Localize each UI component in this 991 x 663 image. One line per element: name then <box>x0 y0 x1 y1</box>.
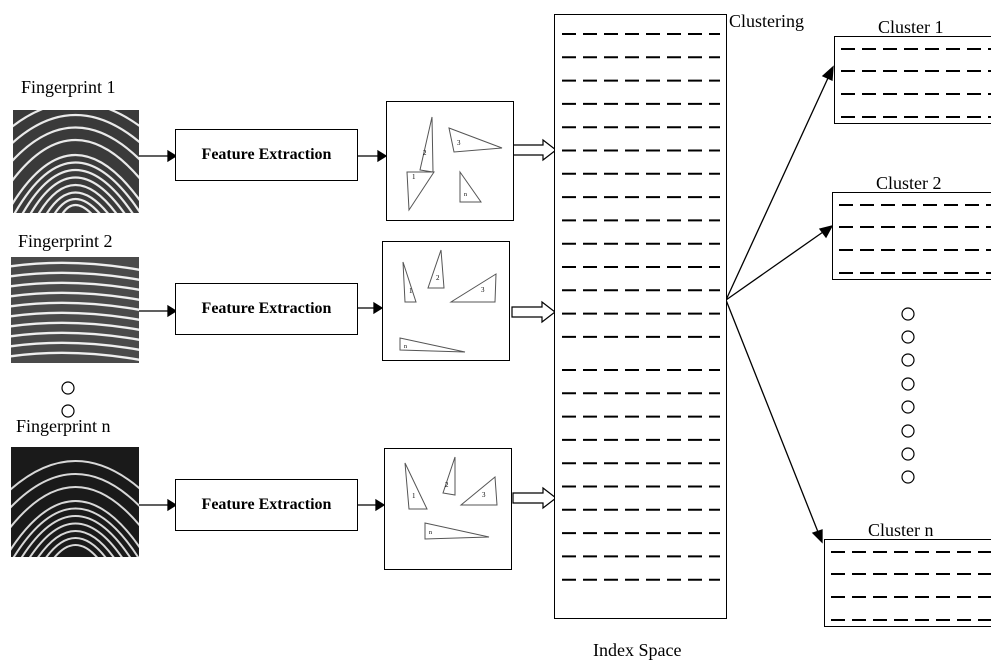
triangle-panel-2: 1 2 3 n <box>382 241 510 361</box>
fingerprint-2-image <box>11 257 139 363</box>
ellipsis-dot <box>61 381 75 395</box>
ellipsis-dot <box>901 330 915 344</box>
index-space-box <box>554 14 727 619</box>
ellipsis-dot <box>901 447 915 461</box>
triangle-label: 3 <box>482 491 486 499</box>
ellipsis-dot <box>901 377 915 391</box>
hollow-arrow <box>511 300 556 324</box>
cluster-2-box <box>832 192 991 280</box>
ellipsis-dot <box>901 470 915 484</box>
cluster-n-label: Cluster n <box>868 520 934 540</box>
ellipsis-dot <box>901 424 915 438</box>
feature-extraction-box-1: Feature Extraction <box>175 129 358 181</box>
triangle-label: 3 <box>481 286 485 294</box>
ellipsis-dot <box>901 400 915 414</box>
triangle-label: 3 <box>457 139 461 147</box>
triangle-label: 2 <box>436 274 440 282</box>
triangle-panel-n: 1 2 3 n <box>384 448 512 570</box>
fingerprint-2-label: Fingerprint 2 <box>18 231 113 251</box>
cluster-1-box <box>834 36 991 124</box>
feature-extraction-box-n: Feature Extraction <box>175 479 358 531</box>
fingerprint-1-image <box>13 110 139 213</box>
hollow-arrow <box>512 486 557 510</box>
cluster-2-label: Cluster 2 <box>876 173 942 193</box>
ellipsis-dot <box>901 307 915 321</box>
fingerprint-n-label: Fingerprint n <box>16 416 111 436</box>
triangle-label: 1 <box>409 287 413 295</box>
feature-extraction-box-2: Feature Extraction <box>175 283 358 335</box>
triangle-label: n <box>429 530 432 536</box>
index-space-label: Index Space <box>593 640 682 660</box>
triangle-label: 2 <box>423 149 427 157</box>
fingerprint-1-label: Fingerprint 1 <box>21 77 116 97</box>
fingerprint-n-image <box>11 447 139 557</box>
index-entries <box>562 33 720 581</box>
clustering-label: Clustering <box>729 11 804 31</box>
triangle-label: n <box>464 192 467 198</box>
cluster-1-label: Cluster 1 <box>878 17 944 37</box>
cluster-n-box <box>824 539 991 627</box>
ellipsis-dot <box>61 404 75 418</box>
triangle-panel-1: 2 1 3 n <box>386 101 514 221</box>
triangle-label: n <box>404 344 407 350</box>
triangle-label: 1 <box>412 492 416 500</box>
triangle-label: 1 <box>412 173 416 181</box>
hollow-arrow <box>512 138 557 162</box>
ellipsis-dot <box>901 353 915 367</box>
triangle-label: 2 <box>445 481 449 489</box>
